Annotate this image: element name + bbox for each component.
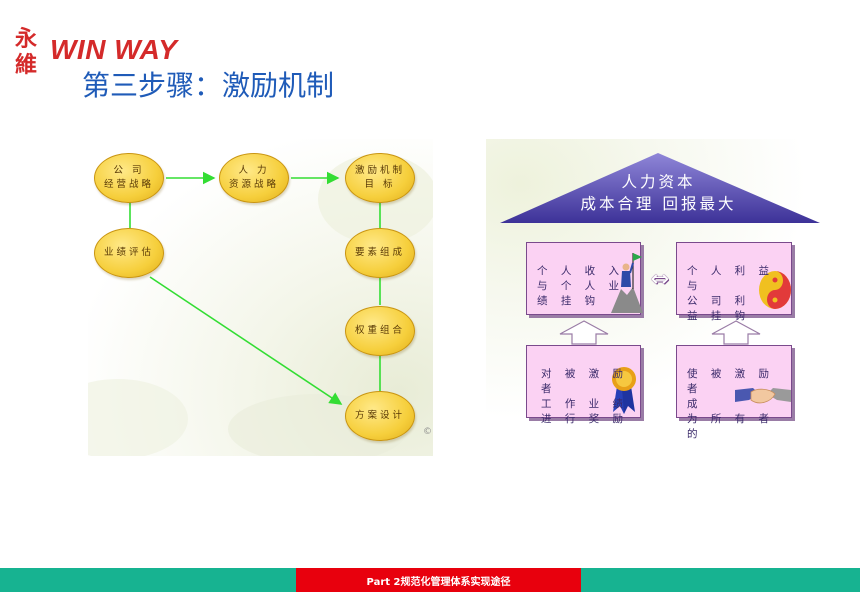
box-income-text: 个 人 收 入 与 个 人 业 绩 挂 钩 (537, 265, 625, 307)
svg-text:維: 維 (15, 52, 37, 78)
footer-section-label: Part 2规范化管理体系实现途径 (296, 568, 581, 592)
node-element-composition: 要素组成 (345, 228, 415, 278)
logo-mark: 永 維 (4, 22, 48, 78)
page-title: 第三步骤：激励机制 (82, 69, 335, 102)
box-interest-text: 个 人 利 益 与 公 司 利 益 挂 钩 (687, 265, 775, 322)
node-hr-strategy: 人 力 资源战略 (219, 153, 289, 203)
roof-text: 人力资本 成本合理 回报最大 (486, 171, 831, 215)
corner-mark: © (423, 427, 432, 437)
logo-wordmark: WIN WAY (50, 34, 178, 65)
human-capital-diagram: 人力资本 成本合理 回报最大 个 人 收 入 与 个 人 业 绩 挂 钩 个 人… (486, 139, 831, 439)
handshake-icon (735, 388, 791, 404)
ribbon-badge-icon (612, 367, 636, 414)
node-weight-combination: 权重组合 (345, 306, 415, 356)
node-company-strategy: 公 司 经营战略 (94, 153, 164, 203)
box-become-owner: 使 被 激 励 者 成 为 所 有 者 的 一 份 子 (676, 345, 792, 439)
incentive-flow-diagram: 公 司 经营战略 人 力 资源战略 激励机制 目 标 业绩评估 要素组成 权重组… (88, 139, 433, 456)
box-income-performance: 个 人 收 入 与 个 人 业 绩 挂 钩 (526, 242, 643, 315)
flow-arrows (129, 171, 381, 405)
box-owner-text: 使 被 激 励 者 成 为 所 有 者 的 一 份 子 (687, 368, 775, 439)
roof-line-2: 成本合理 回报最大 (580, 195, 737, 213)
node-plan-design: 方案设计 (345, 391, 415, 441)
swap-arrow-icon: ⇔ (650, 267, 670, 292)
box-interest-company: 个 人 利 益 与 公 司 利 益 挂 钩 (676, 242, 792, 322)
node-performance-evaluation: 业绩评估 (94, 228, 164, 278)
up-arrows (559, 320, 761, 345)
roof-line-1: 人力资本 (621, 173, 696, 191)
roof-triangle (500, 153, 820, 223)
box-reward-performance: 对 被 激 励 者 工 作 业 绩 进 行 奖 励 (526, 345, 641, 425)
climber-flag-icon (611, 253, 643, 313)
box-reward-text: 对 被 激 励 者 工 作 业 绩 进 行 奖 励 (541, 368, 629, 425)
yin-yang-icon (759, 271, 791, 309)
node-incentive-goal: 激励机制 目 标 (345, 153, 415, 203)
svg-text:永: 永 (15, 26, 37, 52)
